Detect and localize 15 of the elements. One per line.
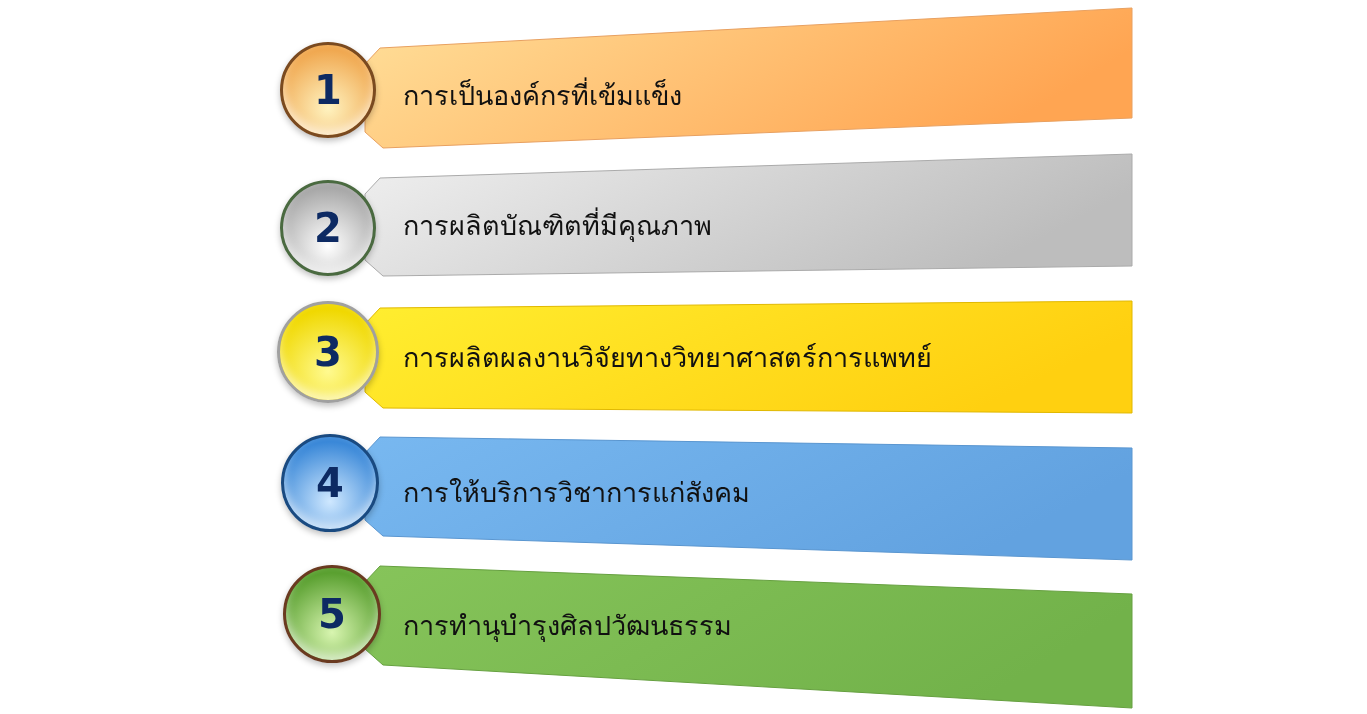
number-circle xyxy=(283,565,381,663)
banner-label: การผลิตผลงานวิจัยทางวิทยาศาสตร์การแพทย์ xyxy=(403,340,932,375)
step-number: 3 xyxy=(314,329,342,375)
banner-label: การผลิตบัณฑิตที่มีคุณภาพ xyxy=(403,206,712,244)
step-number: 5 xyxy=(318,591,346,637)
step-number: 1 xyxy=(314,67,342,113)
banner-label: การให้บริการวิชาการแก่สังคม xyxy=(403,475,750,510)
number-circle xyxy=(280,42,376,138)
step-number: 4 xyxy=(316,460,344,506)
banner-label: การเป็นองค์กรที่เข้มแข็ง xyxy=(403,76,682,113)
number-circle xyxy=(281,434,379,532)
number-circle xyxy=(277,301,379,403)
step-number: 2 xyxy=(314,205,342,251)
banner-label: การทำนุบำรุงศิลปวัฒนธรรม xyxy=(403,608,732,644)
number-circle xyxy=(280,180,376,276)
